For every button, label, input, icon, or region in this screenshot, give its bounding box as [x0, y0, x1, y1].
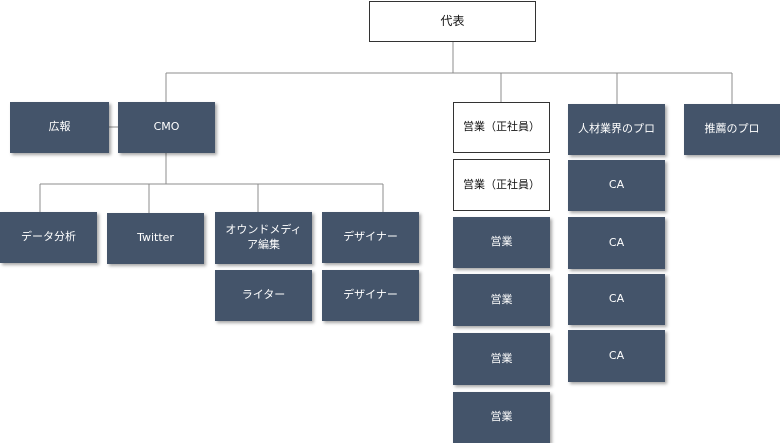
org-node-representative: 代表 [369, 1, 536, 42]
org-node-ca: CA [568, 160, 665, 211]
org-node-cmo: CMO [118, 102, 215, 153]
node-label: 営業（正社員） [463, 120, 540, 134]
node-label: デザイナー [343, 230, 398, 244]
node-label: データ分析 [21, 230, 76, 244]
node-label: ライター [241, 288, 286, 302]
org-node-designer: デザイナー [322, 270, 419, 321]
node-label: 人材業界のプロ [578, 122, 655, 136]
org-node-owned-media: オウンドメディア編集 [215, 212, 312, 264]
node-label: 営業 [490, 235, 513, 249]
org-node-sales: 営業 [453, 333, 550, 385]
node-label: CA [608, 235, 625, 249]
node-label: 営業 [490, 351, 513, 365]
node-label: 代表 [440, 14, 465, 29]
org-node-designer: デザイナー [322, 212, 419, 263]
node-label: CA [608, 292, 625, 306]
node-label: 推薦のプロ [704, 122, 760, 136]
org-node-writer: ライター [215, 270, 312, 321]
org-node-sales: 営業 [453, 217, 550, 268]
node-label: CA [608, 178, 625, 192]
org-node-ca: CA [568, 274, 665, 325]
org-node-sales: 営業 [453, 274, 550, 326]
org-node-hr-industry-pro: 人材業界のプロ [568, 104, 665, 155]
org-node-sales-fulltime: 営業（正社員） [453, 102, 550, 153]
node-label: 広報 [48, 120, 71, 134]
node-label: CMO [153, 120, 180, 134]
node-label: デザイナー [343, 288, 398, 302]
node-label: オウンドメディア編集 [225, 223, 302, 251]
org-node-pr: 広報 [10, 102, 109, 153]
org-node-ca: CA [568, 330, 665, 382]
org-node-sales: 営業 [453, 392, 550, 443]
org-node-data-analysis: データ分析 [0, 212, 97, 263]
node-label: CA [608, 348, 625, 362]
node-label: Twitter [137, 231, 174, 245]
node-label: 営業 [490, 292, 513, 306]
node-label: 営業 [490, 410, 513, 424]
org-node-ca: CA [568, 217, 665, 269]
node-label: 営業（正社員） [463, 177, 540, 191]
org-node-sales-fulltime: 営業（正社員） [453, 159, 550, 211]
org-node-referral-pro: 推薦のプロ [684, 104, 780, 155]
org-node-twitter: Twitter [107, 213, 204, 264]
